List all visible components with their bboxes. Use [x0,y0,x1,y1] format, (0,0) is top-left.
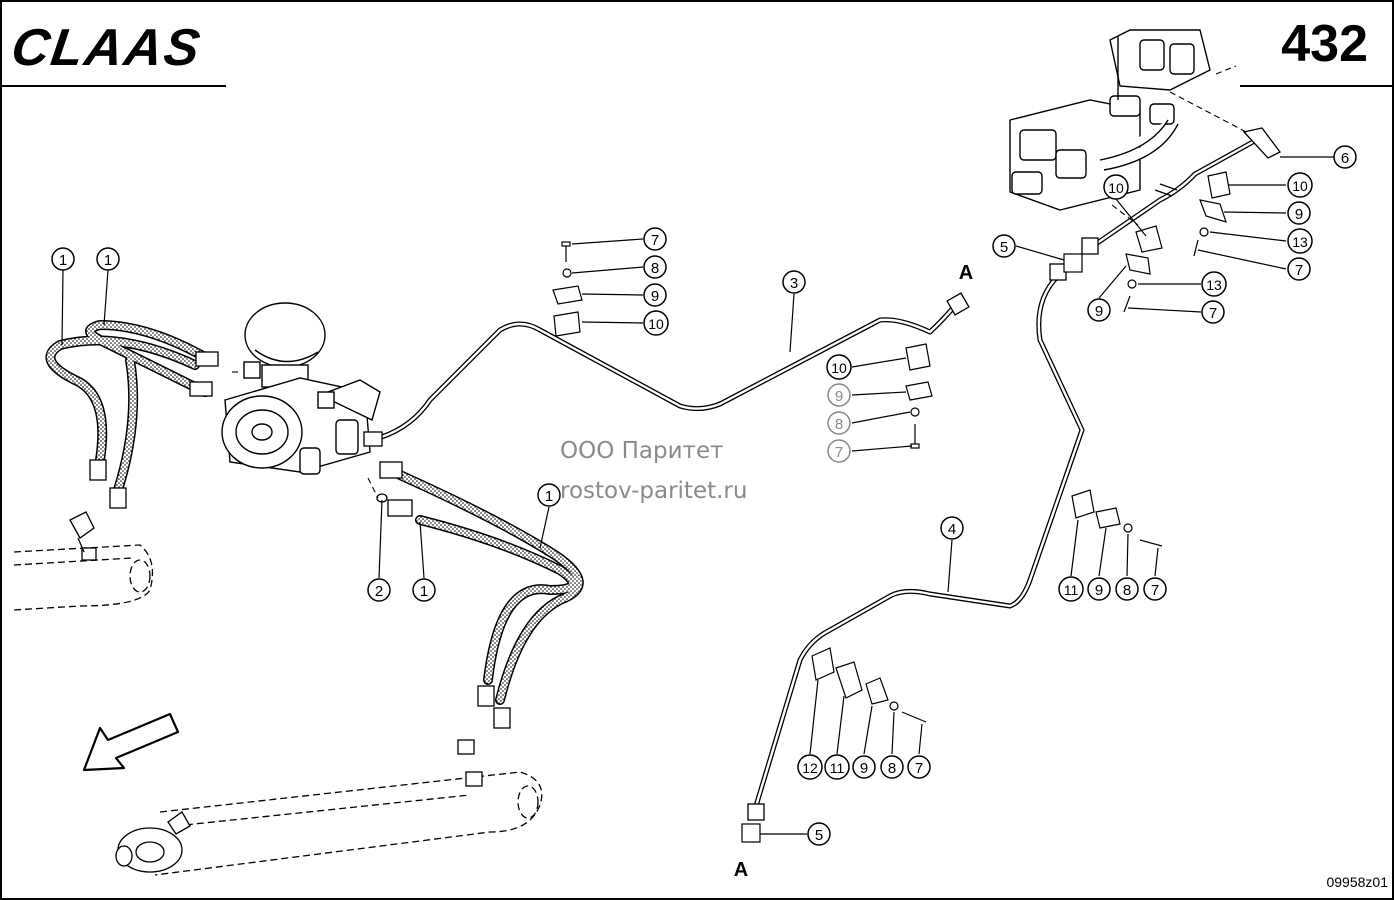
callout-label: 7 [1209,305,1217,322]
callout-label: 13 [1292,234,1308,250]
pipe-3-fittings [363,292,970,447]
callout-c7a[interactable]: 7 [643,227,667,251]
callout-label: 9 [651,288,659,305]
callout-label: 8 [1123,582,1131,599]
callout-c8a[interactable]: 8 [643,255,667,279]
valve-dashed-leaders [232,65,1251,499]
callout-c2[interactable]: 2 [367,578,391,602]
page-number: 432 [1281,15,1368,73]
callout-c10c[interactable]: 10 [1103,174,1129,200]
callout-label: 9 [835,388,843,405]
callout-label: 7 [651,232,659,249]
callout-label: 12 [802,760,818,776]
pipe-4-inner [754,275,1084,807]
callout-c13a[interactable]: 13 [1287,228,1313,254]
hardware-parts [552,171,1231,843]
callout-label: 6 [1341,150,1349,167]
callout-c11b[interactable]: 11 [824,754,850,780]
callout-label: 9 [860,760,868,777]
pipe-3-inner [371,301,959,442]
callout-label: 5 [815,827,823,844]
callout-c7f[interactable]: 7 [907,755,931,779]
callout-label: 3 [790,275,798,292]
hose-left-fittings [89,351,219,509]
callout-label: 9 [1095,582,1103,599]
callout-label: 11 [830,760,845,776]
callout-c8d[interactable]: 8 [880,755,904,779]
callout-label: 7 [915,760,923,777]
callout-c9f[interactable]: 9 [852,755,876,779]
callout-c8c[interactable]: 8 [1115,577,1139,601]
callout-label: 1 [545,488,553,505]
callout-label: 9 [1295,206,1303,223]
callout-c7e[interactable]: 7 [1143,577,1167,601]
callout-c10a[interactable]: 10 [643,310,669,336]
callout-label: 7 [1151,582,1159,599]
bottom-cylinder [154,771,543,876]
callout-c7c[interactable]: 7 [1287,257,1311,281]
callout-label: 10 [1108,180,1124,196]
bottom-cylinder-rod-end [115,739,483,873]
callout-label: 10 [648,316,664,332]
left-cylinder-fittings [69,511,97,561]
callout-c8b[interactable]: 8 [827,411,851,435]
document-reference: 09958z01 [1326,874,1388,890]
callout-c1a[interactable]: 1 [51,247,75,271]
callout-label: 4 [948,521,956,538]
callout-c3[interactable]: 3 [782,270,806,294]
callout-label: 8 [888,760,896,777]
valve-block-accumulator [221,302,381,475]
callout-c1d[interactable]: 1 [412,578,436,602]
callout-c9c[interactable]: 9 [1287,201,1311,225]
callout-c10b[interactable]: 10 [826,354,852,380]
callout-c9e[interactable]: 9 [1087,577,1111,601]
callout-label: 9 [1095,303,1103,320]
callout-c9b[interactable]: 9 [827,383,851,407]
callout-c7d[interactable]: 7 [1201,300,1225,324]
callout-balloons: 1 1 1 1 2 3 4 5 5 6 7 8 9 10 10 9 8 7 10… [51,145,1357,846]
callout-c6[interactable]: 6 [1333,145,1357,169]
callout-c5a[interactable]: 5 [992,234,1016,258]
callout-c7b[interactable]: 7 [827,439,851,463]
left-cylinder [13,544,154,611]
callout-label: 8 [651,260,659,277]
callout-c13b[interactable]: 13 [1201,271,1227,297]
callout-c1b[interactable]: 1 [96,247,120,271]
callout-c9a[interactable]: 9 [643,283,667,307]
watermark-site: rostov-paritet.ru [560,478,748,504]
callout-c10d[interactable]: 10 [1287,172,1313,198]
hose-bottom-loops-fill [396,471,583,704]
callout-label: 5 [1000,239,1008,256]
callout-c11a[interactable]: 11 [1058,576,1084,602]
callout-label: 1 [104,252,112,269]
pipe-6-fittings [1081,127,1281,255]
connection-label-bottom: A [734,859,748,881]
hose-bottom-fittings [376,461,511,729]
callout-label: 10 [1292,178,1308,194]
callout-label: 7 [1295,262,1303,279]
watermark-company: ООО Паритет [560,438,724,464]
callout-label: 10 [831,360,847,376]
callout-label: 2 [375,583,383,600]
callout-c9d[interactable]: 9 [1087,298,1111,322]
callout-c5b[interactable]: 5 [807,822,831,846]
leader-lines [61,156,1345,835]
callout-label: 7 [835,444,843,461]
callout-label: 13 [1206,277,1222,293]
callout-label: 1 [420,583,428,600]
hose-left-loops-fill [46,321,214,494]
pipe-6-inner [1089,136,1261,249]
callout-label: 1 [59,252,67,269]
callout-c4[interactable]: 4 [940,516,964,540]
callout-c1c[interactable]: 1 [537,483,561,507]
callout-label: 8 [835,416,843,433]
travel-direction-arrow [82,712,180,772]
callout-c12[interactable]: 12 [797,754,823,780]
callout-label: 11 [1064,582,1079,598]
connection-label-top: A [959,262,973,284]
